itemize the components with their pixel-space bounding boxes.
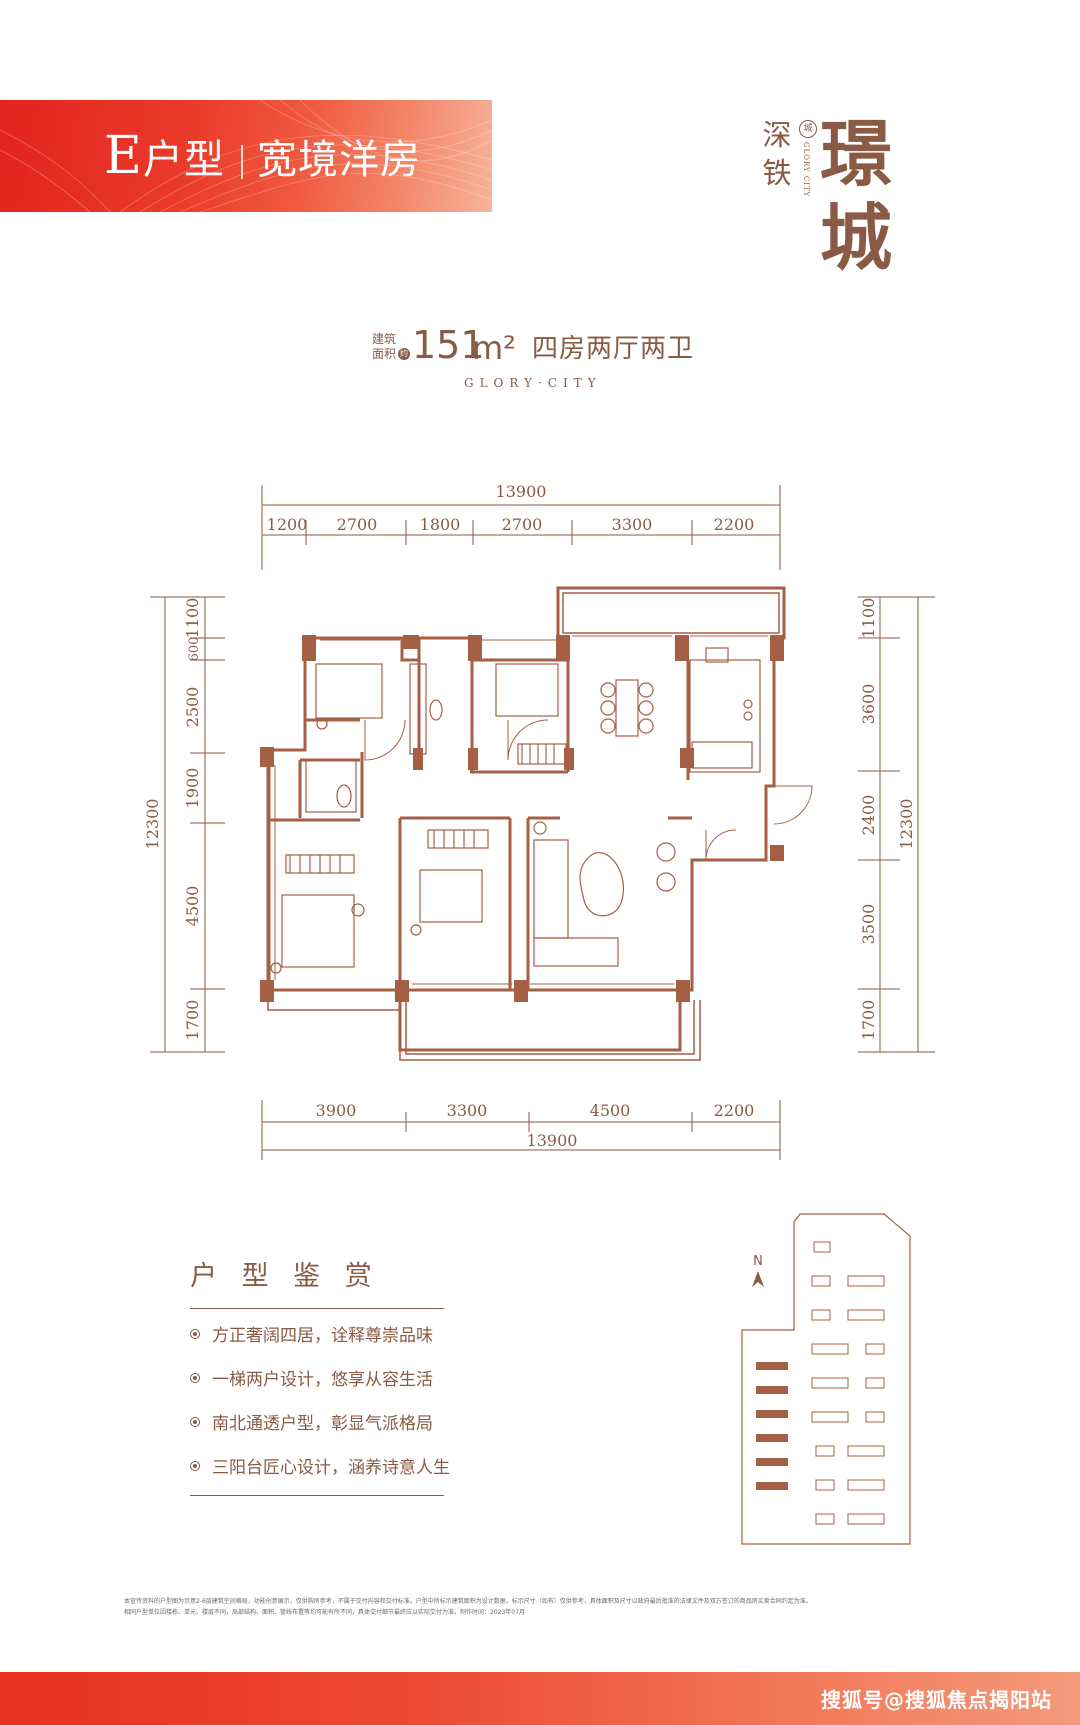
dim-left-4: 1900	[183, 768, 202, 809]
north-arrow: N	[748, 1254, 768, 1293]
bullet-icon	[190, 1329, 200, 1339]
bed-icon	[281, 894, 355, 968]
feature-item-text: 南北通透户型，彰显气派格局	[212, 1414, 433, 1434]
columns	[260, 635, 784, 1002]
dim-bottom-2: 3300	[447, 1101, 488, 1120]
dim-left-5: 4500	[183, 886, 202, 927]
bullet-icon	[190, 1461, 200, 1471]
dim-right-total: 12300	[897, 799, 916, 850]
feature-item-text: 一梯两户设计，悠享从容生活	[212, 1370, 433, 1390]
dim-right-4: 3500	[859, 904, 878, 945]
dimension-lines	[150, 485, 935, 1160]
dim-left-3: 2500	[183, 687, 202, 728]
feature-item: 方正奢阔四居，诠释尊崇品味	[190, 1325, 450, 1369]
banner-title: E户型宽境洋房	[104, 128, 421, 188]
area-unit: m²	[472, 329, 516, 367]
disclaimer: 本宣传资料的户型图为示意2-6层建筑空间格局，功能创意展示，仅供购房参考，不属于…	[124, 1596, 974, 1618]
site-buildings	[811, 1241, 885, 1525]
dim-top-2: 2700	[337, 515, 378, 534]
north-label: N	[753, 1254, 763, 1269]
feature-item: 一梯两户设计，悠享从容生活	[190, 1369, 450, 1413]
approx-badge: 约	[398, 348, 410, 360]
dim-top-5: 3300	[612, 515, 653, 534]
bullet-icon	[190, 1373, 200, 1383]
dim-bottom-1: 3900	[316, 1101, 357, 1120]
banner-wave-pattern	[0, 100, 492, 212]
dim-top-total: 13900	[496, 482, 547, 501]
logo-vertical-text: GLORY CITY	[802, 142, 810, 198]
dining-table-icon	[615, 679, 639, 737]
feature-list: 方正奢阔四居，诠释尊崇品味 一梯两户设计，悠享从容生活 南北通透户型，彰显气派格…	[190, 1325, 450, 1501]
logo-small-chars: 深铁	[762, 118, 792, 190]
feature-item-text: 三阳台匠心设计，涵养诗意人生	[212, 1458, 450, 1478]
brand-logo: 深铁 城 GLORY CITY 璟城	[760, 112, 960, 280]
disclaimer-line: 本宣传资料的户型图为示意2-6层建筑空间格局，功能创意展示，仅供购房参考，不属于…	[124, 1598, 812, 1605]
dim-right-3: 2400	[859, 795, 878, 836]
dim-left-2: 600	[187, 637, 202, 662]
dim-top-6: 2200	[714, 515, 755, 534]
site-plan	[741, 1213, 911, 1545]
furniture	[270, 647, 761, 974]
header-banner: E户型宽境洋房	[0, 100, 492, 212]
dim-right-2: 3600	[859, 684, 878, 725]
dim-left-1: 1100	[183, 598, 202, 639]
bed-icon	[419, 869, 483, 923]
bed-icon	[495, 663, 559, 717]
banner-separator	[240, 145, 243, 179]
watermark: 搜狐号@搜狐焦点揭阳站	[821, 1688, 1052, 1712]
dim-right-5: 1700	[859, 1000, 878, 1041]
dim-top-1: 1200	[267, 515, 308, 534]
bullet-icon	[190, 1417, 200, 1427]
balconies	[267, 588, 780, 1061]
unit-type-word: 户型	[142, 137, 225, 183]
area-tag: 建筑面积	[371, 332, 396, 361]
area-summary: 建筑面积 约 151 m² 四房两厅两卫	[370, 323, 730, 396]
dim-top-4: 2700	[502, 515, 543, 534]
dim-right-1: 1100	[859, 598, 878, 639]
site-highlighted-buildings	[756, 1362, 788, 1490]
feature-divider	[190, 1308, 444, 1309]
unit-type-letter: E	[104, 126, 143, 186]
room-layout: 四房两厅两卫	[532, 334, 695, 364]
dim-bottom-3: 4500	[590, 1101, 631, 1120]
dim-top-3: 1800	[420, 515, 461, 534]
feature-item-text: 方正奢阔四居，诠释尊崇品味	[212, 1326, 433, 1346]
coffee-table-icon	[579, 851, 625, 917]
sofa-icon	[533, 937, 619, 967]
banner-slogan: 宽境洋房	[256, 137, 421, 183]
logo-badge: 城	[799, 120, 817, 138]
windows	[269, 635, 768, 985]
dim-left-6: 1700	[183, 1000, 202, 1041]
doors	[364, 719, 813, 861]
logo-big-chars: 璟城	[820, 111, 895, 280]
brand-line: GLORY·CITY	[464, 376, 602, 390]
area-value: 151	[412, 323, 485, 367]
feature-divider-bottom	[190, 1495, 444, 1496]
feature-item: 南北通透户型，彰显气派格局	[190, 1413, 450, 1457]
compass-icon	[752, 1271, 764, 1287]
dim-bottom-total: 13900	[527, 1131, 578, 1150]
feature-section: 户 型 鉴 赏 方正奢阔四居，诠释尊崇品味 一梯两户设计，悠享从容生活 南北通透…	[190, 1258, 450, 1496]
footer-bar: 搜狐号@搜狐焦点揭阳站	[0, 1672, 1080, 1725]
floor-plan: 13900 1200 2700 1800 2700 3300 2200 3900…	[143, 482, 935, 1160]
bed-icon	[315, 663, 383, 719]
dim-left-total: 12300	[143, 799, 162, 850]
feature-title: 户 型 鉴 赏	[190, 1261, 380, 1292]
disclaimer-line: 相同户型单位因楼栋、单元、楼层不同，局部结构、面积、管线布置等均可能有所不同，具…	[124, 1609, 525, 1616]
feature-item: 三阳台匠心设计，涵养诗意人生	[190, 1457, 450, 1501]
dim-bottom-4: 2200	[714, 1101, 755, 1120]
